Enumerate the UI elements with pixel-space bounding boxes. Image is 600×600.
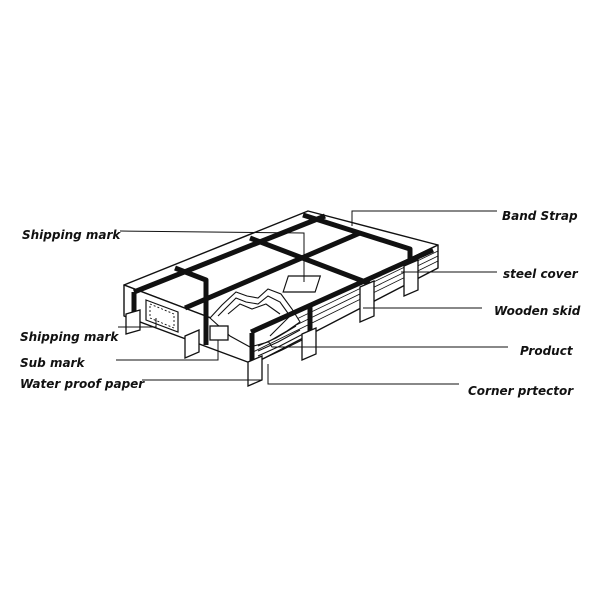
strap-long-2	[184, 230, 361, 311]
leader-water-proof-paper	[142, 356, 263, 381]
label-band-strap: Band Strap	[502, 209, 578, 223]
label-water-proof-paper: Water proof paper	[20, 377, 145, 391]
leader-shipping-mark-top	[119, 230, 305, 282]
label-product: Product	[520, 344, 574, 358]
strap-long-3	[249, 247, 435, 335]
leader-product	[267, 340, 508, 348]
top-shipping-mark	[282, 275, 322, 293]
wooden-skids	[125, 259, 419, 387]
label-shipping-mark-top: Shipping mark	[22, 228, 121, 242]
label-steel-cover: steel cover	[503, 267, 579, 281]
side-shipping-mark	[145, 299, 179, 333]
leader-band-strap	[351, 210, 497, 226]
leader-shipping-mark-side	[118, 318, 157, 328]
label-shipping-mark-side: Shipping mark	[20, 330, 119, 344]
leader-lines	[116, 210, 508, 385]
sub-mark-box	[209, 325, 229, 341]
leader-sub-mark	[116, 340, 219, 361]
label-corner-protector: Corner prtector	[468, 384, 574, 398]
label-sub-mark: Sub mark	[20, 356, 85, 370]
leader-corner-protector	[267, 364, 459, 385]
strap-long-1	[133, 213, 326, 295]
label-wooden-skid: Wooden skid	[494, 304, 581, 318]
